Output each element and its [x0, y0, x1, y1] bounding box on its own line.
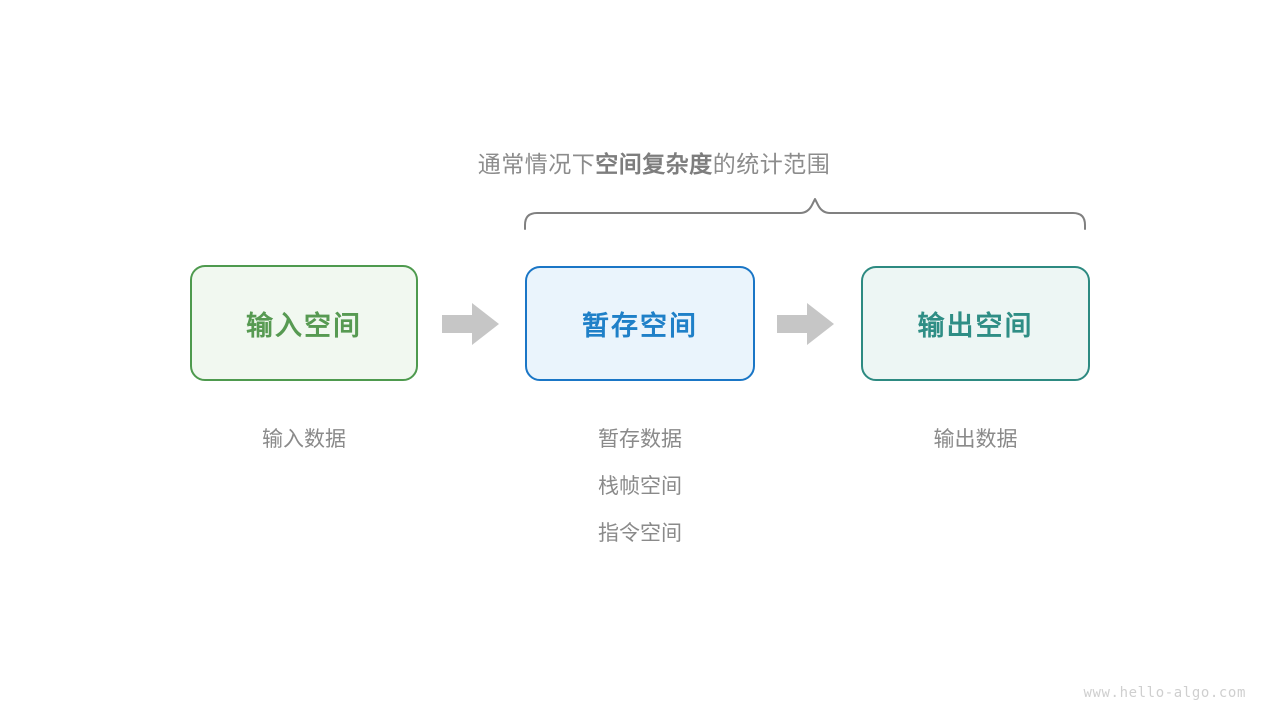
curly-brace-up-icon — [524, 198, 1086, 230]
brace-caption-text: 通常情况下空间复杂度的统计范围 — [478, 145, 831, 179]
stage-box-output-label: 输出空间 — [917, 311, 1034, 341]
arrow-right-icon — [442, 303, 499, 345]
caption-line: 栈帧空间 — [598, 475, 682, 498]
stage-caption-input: 输入数据 — [190, 416, 418, 463]
stage-caption-output: 输出数据 — [861, 416, 1090, 463]
brace-caption-suffix: 的统计范围 — [712, 151, 831, 177]
stage-box-input-label: 输入空间 — [246, 310, 362, 341]
stage-box-temp-label: 暂存空间 — [582, 311, 698, 341]
brace-caption-prefix: 通常情况下 — [477, 151, 596, 177]
stage-caption-temp: 暂存数据 栈帧空间 指令空间 — [525, 416, 755, 557]
stage-box-input[interactable]: 输入空间 — [190, 265, 418, 381]
caption-line: 指令空间 — [598, 522, 682, 545]
stage-box-temp[interactable]: 暂存空间 — [525, 266, 755, 381]
caption-line: 输出数据 — [933, 428, 1018, 451]
stage-box-output[interactable]: 输出空间 — [861, 266, 1090, 381]
watermark: www.hello-algo.com — [1083, 685, 1246, 701]
caption-line: 输入数据 — [262, 428, 346, 451]
brace-caption: 通常情况下空间复杂度的统计范围 — [0, 145, 1280, 179]
brace-caption-emphasis: 空间复杂度 — [595, 151, 713, 177]
arrow-right-icon — [777, 303, 834, 345]
caption-line: 暂存数据 — [598, 428, 682, 451]
